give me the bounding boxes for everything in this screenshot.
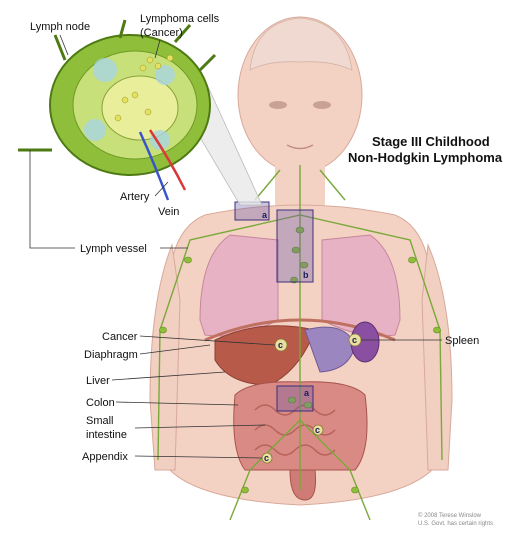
lymph-node-inset xyxy=(18,20,262,205)
inset-node-center xyxy=(102,76,178,140)
lymphoma-cell xyxy=(155,63,161,69)
follicle xyxy=(84,119,106,141)
label-diaphragm: Diaphragm xyxy=(84,349,138,361)
label-cancer: Cancer xyxy=(102,331,138,343)
label-lymphoma-cells-cancer: (Cancer) xyxy=(140,27,183,39)
label-lymphoma-cells: Lymphoma cells xyxy=(140,13,220,25)
region-tag-c: c xyxy=(264,453,269,463)
region-tag-b: b xyxy=(303,270,309,280)
lymphoma-cell xyxy=(167,55,173,61)
label-lymph-vessel: Lymph vessel xyxy=(80,243,147,255)
credit-line2: U.S. Govt. has certain rights xyxy=(418,521,493,527)
label-artery: Artery xyxy=(120,191,150,203)
lymphoma-cell xyxy=(145,109,151,115)
region-tag-c: c xyxy=(278,340,283,350)
diagram-title-line1: Stage III Childhood xyxy=(372,134,490,149)
right-arm xyxy=(422,245,452,470)
region-tag-c: c xyxy=(352,335,357,345)
lymph-node xyxy=(352,487,359,493)
region-a-abdomen: a xyxy=(277,386,313,411)
lymphoma-cell xyxy=(147,57,153,63)
leader-lymph-vessel xyxy=(30,150,75,248)
lymph-node xyxy=(409,257,416,263)
follicle xyxy=(93,58,117,82)
brain xyxy=(250,18,352,70)
lymphoma-cell xyxy=(140,65,146,71)
lymph-node xyxy=(242,487,249,493)
label-vein: Vein xyxy=(158,206,179,218)
label-liver: Liver xyxy=(86,375,110,387)
label-small-intestine: Small xyxy=(86,415,114,427)
diagram-title-line2: Non-Hodgkin Lymphoma xyxy=(348,150,503,165)
credit-line1: © 2008 Terese Winslow xyxy=(418,512,482,519)
lymphoma-cell xyxy=(115,115,121,121)
lymph-node xyxy=(434,327,441,333)
lymph-node xyxy=(185,257,192,263)
region-b-chest: b xyxy=(277,210,313,282)
label-colon: Colon xyxy=(86,397,115,409)
left-arm xyxy=(150,245,180,470)
right-eye xyxy=(313,101,331,109)
left-eye xyxy=(269,101,287,109)
label-small-intestine-line2: intestine xyxy=(86,429,127,441)
label-spleen: Spleen xyxy=(445,335,479,347)
lymph-node xyxy=(160,327,167,333)
label-appendix: Appendix xyxy=(82,451,128,463)
lymphoma-cell xyxy=(132,92,138,98)
region-tag-c: c xyxy=(315,425,320,435)
lymphoma-cell xyxy=(122,97,128,103)
label-lymph-node: Lymph node xyxy=(30,21,90,33)
